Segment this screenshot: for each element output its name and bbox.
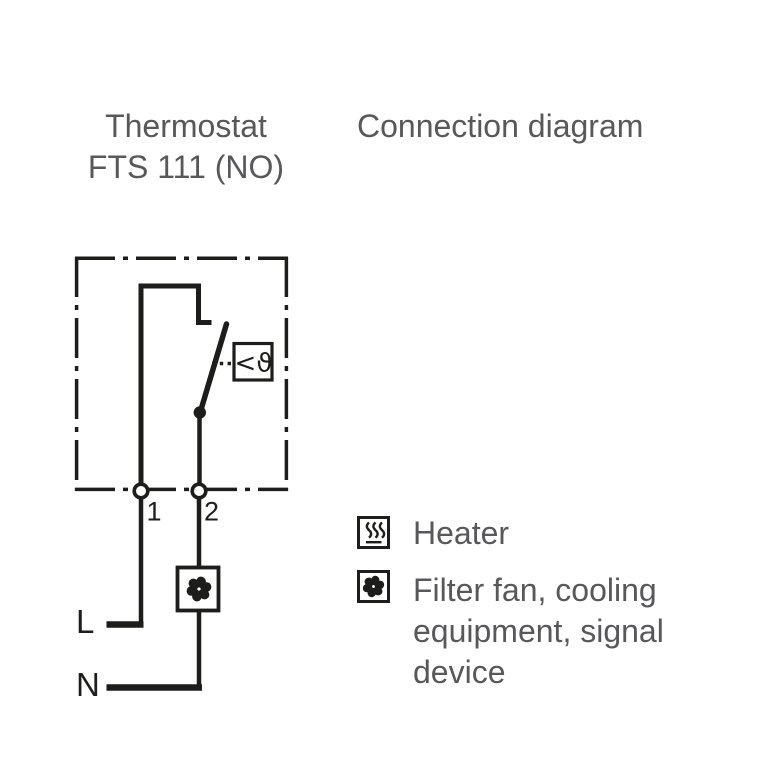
section-title: Connection diagram xyxy=(357,108,644,144)
line-conductor-label: L xyxy=(76,603,94,640)
legend-item-heater: Heater xyxy=(357,516,509,550)
device-boundary-dashdot-box xyxy=(74,256,289,492)
thermostat-element-box xyxy=(232,341,274,382)
thermostat-element-symbol: <ϑ xyxy=(235,349,273,379)
heater-icon-glyph xyxy=(365,521,386,544)
product-title: Thermostat FTS 111 (NO) xyxy=(36,106,336,188)
terminal-1-circle xyxy=(132,482,150,500)
switch-blade xyxy=(197,321,230,416)
terminal-1-label: 1 xyxy=(147,497,162,527)
heater-icon xyxy=(357,516,390,549)
terminal-2-circle xyxy=(190,482,208,500)
internal-wire-terminal1-to-contact xyxy=(138,283,212,490)
terminal-2-label: 2 xyxy=(204,497,219,527)
product-title-line2: FTS 111 (NO) xyxy=(87,149,285,185)
neutral-conductor-label: N xyxy=(76,666,100,703)
fan-icon-glyph xyxy=(361,574,386,599)
legend-fan-label: Filter fan, cooling equipment, signal de… xyxy=(413,572,664,690)
legend-heater-label: Heater xyxy=(413,515,510,551)
fan-load-box xyxy=(175,565,221,613)
legend-item-fan: Filter fan, cooling equipment, signal de… xyxy=(357,570,703,693)
fan-icon xyxy=(357,570,390,603)
product-title-line1: Thermostat xyxy=(105,108,267,144)
